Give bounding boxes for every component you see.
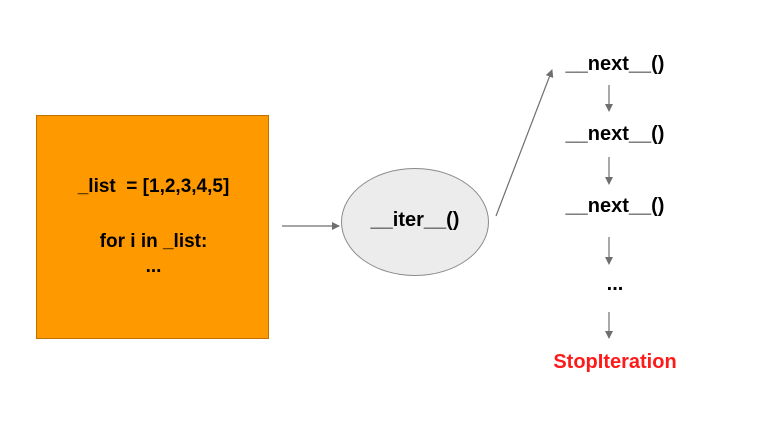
arrow-iter-to-next <box>495 69 554 217</box>
code-line-ellipsis: ... <box>145 256 162 277</box>
stop-iteration-label: StopIteration <box>553 351 677 373</box>
next-call-3: __next__() <box>565 195 665 217</box>
code-box: _list = [1,2,3,4,5] for i in _list: ... <box>36 115 269 339</box>
iter-circle <box>341 168 489 276</box>
iter-label: __iter__() <box>370 209 460 231</box>
next-call-2: __next__() <box>565 123 665 145</box>
next-call-1: __next__() <box>565 53 665 75</box>
sequence-ellipsis: ... <box>606 273 624 295</box>
code-line-for-loop: for i in _list: <box>99 231 208 252</box>
code-line-list-assignment: _list = [1,2,3,4,5] <box>77 176 230 197</box>
